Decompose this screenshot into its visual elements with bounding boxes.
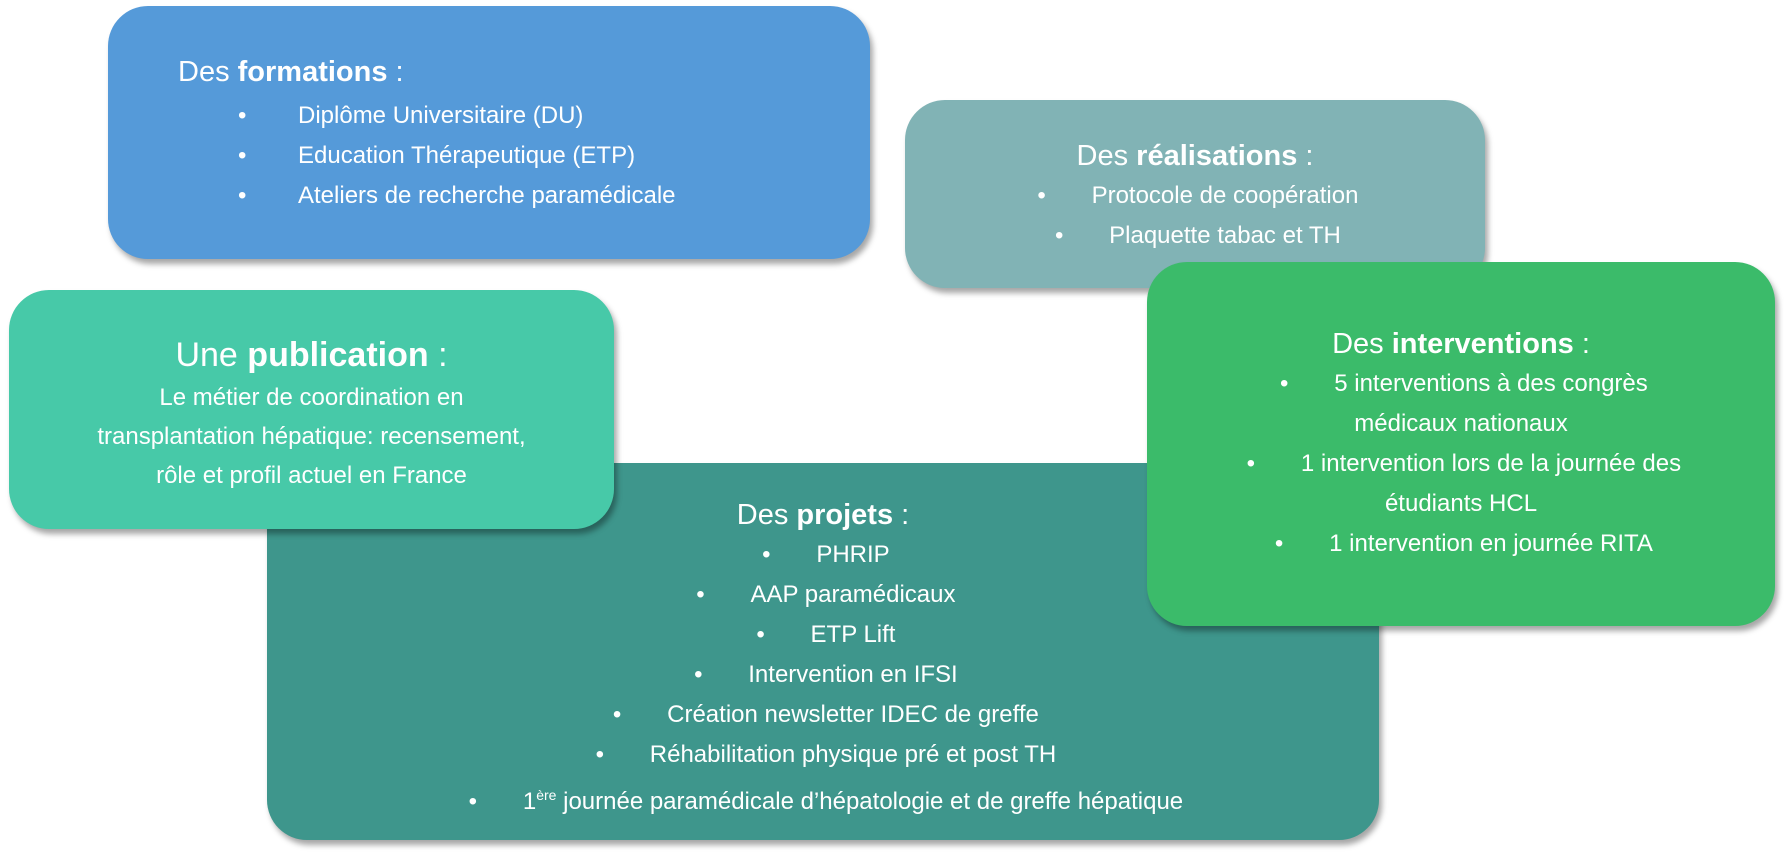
list-item: •Intervention en IFSI bbox=[694, 661, 958, 688]
projets-content: Des projets : •PHRIP •AAP paramédicaux •… bbox=[267, 495, 1379, 822]
list-item: •Ateliers de recherche paramédicale bbox=[238, 182, 676, 209]
list-item: •AAP paramédicaux bbox=[696, 581, 956, 608]
list-item: •1 intervention en journée RITA bbox=[1274, 530, 1653, 557]
realisations-list: •Protocole de coopération •Plaquette tab… bbox=[905, 176, 1485, 256]
formations-box: Des formations : •Diplôme Universitaire … bbox=[108, 6, 870, 259]
formations-title: Des formations : bbox=[178, 56, 404, 88]
list-item: •Plaquette tabac et TH bbox=[1054, 222, 1341, 249]
publication-line: transplantation hépatique: recensement, bbox=[97, 423, 526, 450]
interventions-box: Des interventions : •5 interventions à d… bbox=[1147, 262, 1775, 626]
publication-box: Une publication : Le métier de coordinat… bbox=[9, 290, 614, 529]
list-item: •Protocole de coopération bbox=[1037, 182, 1359, 209]
list-item: •Création newsletter IDEC de greffe bbox=[612, 701, 1039, 728]
publication-line: Le métier de coordination en bbox=[159, 384, 464, 411]
interventions-title: Des interventions : bbox=[1332, 328, 1590, 360]
list-item: •Diplôme Universitaire (DU) bbox=[238, 102, 584, 129]
publication-title: Une publication : bbox=[175, 336, 448, 374]
projets-list: •PHRIP •AAP paramédicaux •ETP Lift •Inte… bbox=[267, 535, 1379, 822]
projets-title: Des projets : bbox=[736, 499, 910, 531]
realisations-title: Des réalisations : bbox=[1076, 140, 1314, 172]
realisations-box: Des réalisations : •Protocole de coopéra… bbox=[905, 100, 1485, 288]
list-item: •PHRIP bbox=[762, 541, 890, 568]
list-item: •ETP Lift bbox=[756, 621, 896, 648]
publication-line: rôle et profil actuel en France bbox=[156, 462, 467, 489]
list-item: •1ère journée paramédicale d’hépatologie… bbox=[468, 787, 1184, 815]
formations-list: •Diplôme Universitaire (DU) •Education T… bbox=[238, 96, 870, 216]
list-item: •Education Thérapeutique (ETP) bbox=[238, 142, 636, 169]
list-item: •Réhabilitation physique pré et post TH bbox=[595, 741, 1057, 768]
